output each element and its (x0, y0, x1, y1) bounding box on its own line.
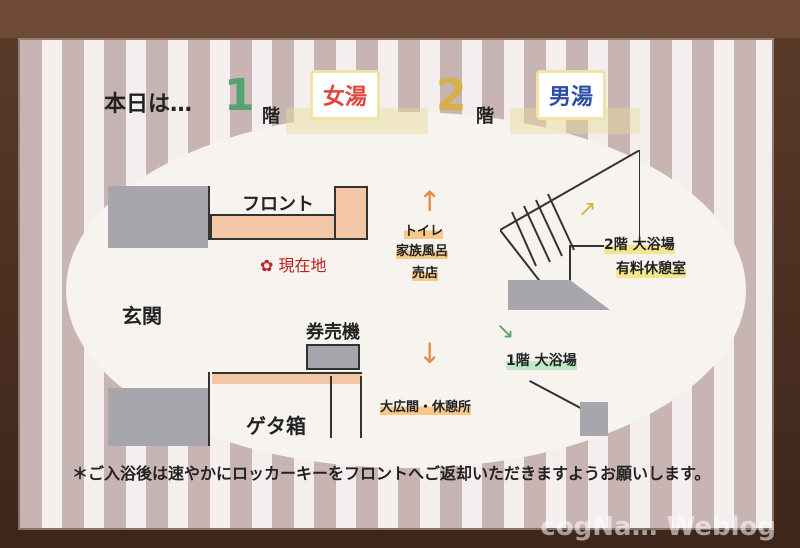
wall-line (208, 372, 210, 446)
floor2-number: 2 (436, 70, 467, 121)
ticket-machine (306, 344, 360, 370)
partition (330, 376, 362, 438)
flower-icon: ✿ (260, 256, 274, 275)
floor1-number: 1 (224, 70, 255, 121)
floor1-suffix: 階 (262, 106, 280, 127)
return-key-notice: ＊ご入浴後は速やかにロッカーキーをフロントへご返却いただきますようお願いします。 (72, 464, 711, 483)
stair-step (535, 199, 563, 257)
front-label: フロント (242, 194, 314, 215)
wall-block (108, 388, 208, 446)
up-dest-shop: 売店 (412, 262, 439, 281)
floor2-bath-label: 2階 大浴場 (604, 234, 675, 254)
up-dest-family-bath: 家族風呂 (396, 240, 449, 259)
shoe-box-label: ゲタ箱 (246, 414, 306, 438)
men-bath-tag: 男湯 (536, 70, 607, 120)
wood-ledge (0, 0, 800, 38)
wall-line (208, 186, 210, 240)
stair-step (547, 193, 575, 251)
floor1-bath-label: 1階 大浴場 (506, 350, 577, 370)
down-dest-hall: 大広間・休憩所 (380, 396, 472, 415)
upstairs-arrow-icon: ↗ (578, 197, 597, 222)
down-arrow-icon: ↓ (418, 337, 442, 370)
front-desk-side (334, 186, 368, 240)
ticket-machine-label: 券売機 (306, 322, 360, 343)
stairs-graphic (500, 150, 640, 310)
floor1-bath-arrow-icon: ↘ (496, 319, 515, 344)
header-prefix: 本日は… (104, 92, 193, 117)
current-location-marker: ✿ 現在地 (260, 252, 327, 276)
stair-step (523, 205, 551, 263)
up-dest-toilet: トイレ (404, 220, 444, 239)
up-arrow-icon: ↑ (418, 185, 442, 218)
stair-step (511, 211, 537, 267)
counter-strip (212, 372, 362, 384)
wall-block (108, 186, 208, 248)
entrance-label: 玄関 (122, 304, 162, 328)
stair-landing (508, 280, 610, 310)
floor2-suffix: 階 (476, 106, 494, 127)
watermark: cogNa… Weblog (540, 512, 776, 542)
current-location-label: 現在地 (278, 256, 327, 275)
women-bath-tag: 女湯 (310, 70, 381, 120)
floor2-rest-room-label: 有料休憩室 (616, 258, 686, 278)
wall-block (580, 402, 608, 436)
